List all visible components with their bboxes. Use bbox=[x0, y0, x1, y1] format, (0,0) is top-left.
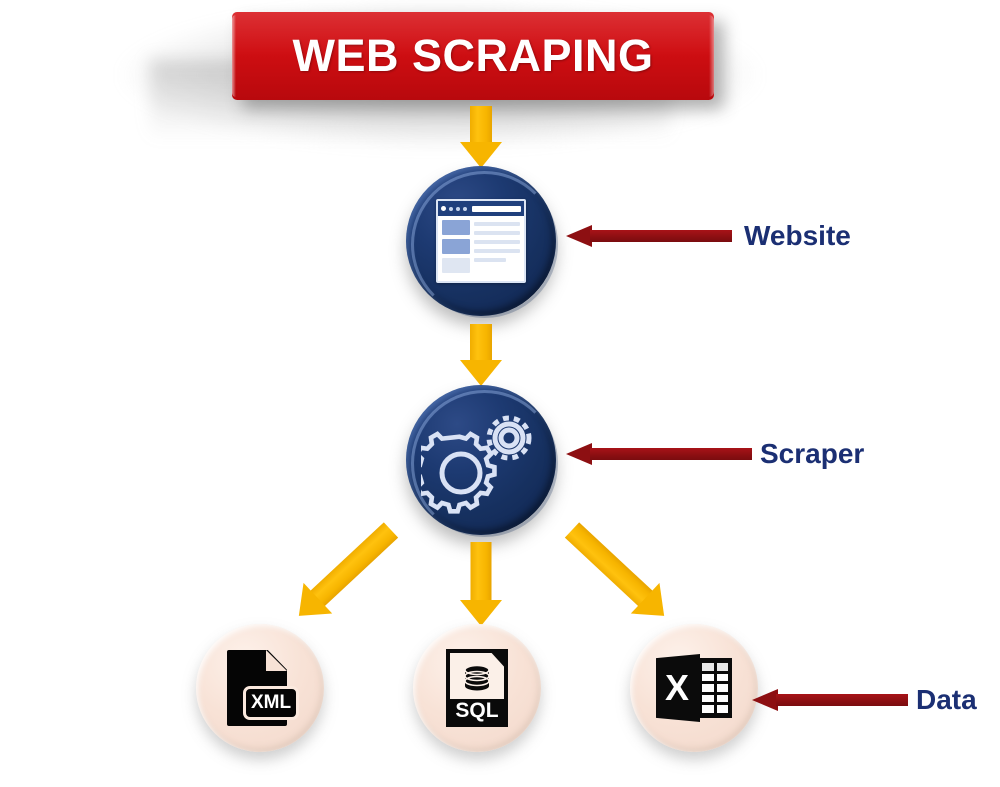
browser-text-lines bbox=[474, 220, 520, 277]
gears-icon bbox=[421, 415, 532, 514]
label-data: Data bbox=[916, 684, 977, 715]
arrow-head bbox=[460, 360, 502, 386]
browser-dot-3 bbox=[456, 206, 460, 211]
label-arrow-scraper bbox=[566, 443, 752, 465]
node-scraper[interactable] bbox=[406, 385, 558, 537]
arrow-shaft bbox=[307, 522, 399, 610]
arrow-shaft bbox=[470, 542, 492, 604]
arrow-head bbox=[566, 443, 592, 465]
excel-panel: X bbox=[656, 654, 700, 722]
database-cylinder-icon bbox=[464, 665, 490, 691]
arrow-head bbox=[566, 225, 592, 247]
excel-cell bbox=[702, 694, 714, 703]
excel-cell bbox=[702, 663, 714, 671]
excel-cell bbox=[716, 694, 728, 703]
node-output-sql[interactable]: SQL bbox=[413, 624, 541, 752]
excel-letter: X bbox=[664, 667, 689, 708]
browser-dot-1 bbox=[441, 206, 446, 211]
browser-thumbnail bbox=[442, 258, 470, 273]
excel-cell bbox=[702, 673, 714, 682]
label-arrow-data bbox=[752, 689, 908, 711]
browser-thumbnail bbox=[442, 220, 470, 235]
arrow-head bbox=[460, 600, 502, 626]
browser-text-line bbox=[474, 231, 520, 235]
arrow-head bbox=[460, 142, 502, 168]
excel-cell bbox=[716, 684, 728, 692]
arrow-shaft bbox=[590, 448, 752, 460]
node-output-excel[interactable]: X bbox=[630, 624, 758, 752]
browser-address-bar bbox=[472, 205, 521, 212]
excel-cell bbox=[716, 705, 728, 713]
flow-arrow-banner-to-website bbox=[460, 106, 502, 168]
arrow-shaft bbox=[776, 694, 908, 706]
label-scraper: Scraper bbox=[760, 438, 865, 469]
browser-dot-4 bbox=[463, 206, 467, 211]
sql-file-icon: SQL bbox=[446, 649, 508, 727]
browser-text-line bbox=[474, 258, 507, 262]
excel-file-icon: X bbox=[656, 652, 732, 724]
browser-titlebar bbox=[438, 201, 524, 216]
browser-window-icon bbox=[436, 199, 526, 283]
browser-thumbnail-column bbox=[442, 220, 470, 277]
banner-edge-right bbox=[709, 15, 714, 97]
flow-arrow-website-to-scraper bbox=[460, 324, 502, 386]
browser-content bbox=[438, 216, 524, 281]
label-website: Website bbox=[744, 220, 851, 251]
node-output-xml[interactable]: XML bbox=[196, 624, 324, 752]
arrow-shaft bbox=[590, 230, 732, 242]
arrow-shaft bbox=[470, 324, 492, 364]
excel-cell bbox=[716, 673, 728, 682]
browser-text-line bbox=[474, 240, 520, 244]
arrow-shaft bbox=[564, 522, 656, 610]
browser-text-line bbox=[474, 249, 520, 253]
excel-cell bbox=[716, 663, 728, 671]
excel-cell bbox=[702, 684, 714, 692]
diagram-title: WEB SCRAPING bbox=[292, 30, 654, 81]
excel-spreadsheet-grid bbox=[698, 658, 732, 718]
banner-edge-left bbox=[232, 15, 236, 97]
sql-format-label: SQL bbox=[449, 699, 505, 723]
arrow-shaft bbox=[470, 106, 492, 146]
xml-file-icon: XML bbox=[227, 650, 299, 726]
title-banner: WEB SCRAPING bbox=[232, 12, 714, 100]
arrow-head bbox=[752, 689, 778, 711]
excel-cell bbox=[702, 705, 714, 713]
browser-thumbnail bbox=[442, 239, 470, 254]
browser-dot-2 bbox=[449, 206, 453, 211]
label-arrow-website bbox=[566, 225, 732, 247]
xml-format-label: XML bbox=[243, 686, 299, 720]
browser-text-line bbox=[474, 222, 520, 226]
flow-arrow-scraper-to-excel bbox=[558, 515, 689, 641]
flow-arrow-scraper-to-sql bbox=[460, 542, 502, 642]
node-website[interactable] bbox=[406, 166, 558, 318]
flow-arrow-scraper-to-xml bbox=[274, 515, 405, 641]
